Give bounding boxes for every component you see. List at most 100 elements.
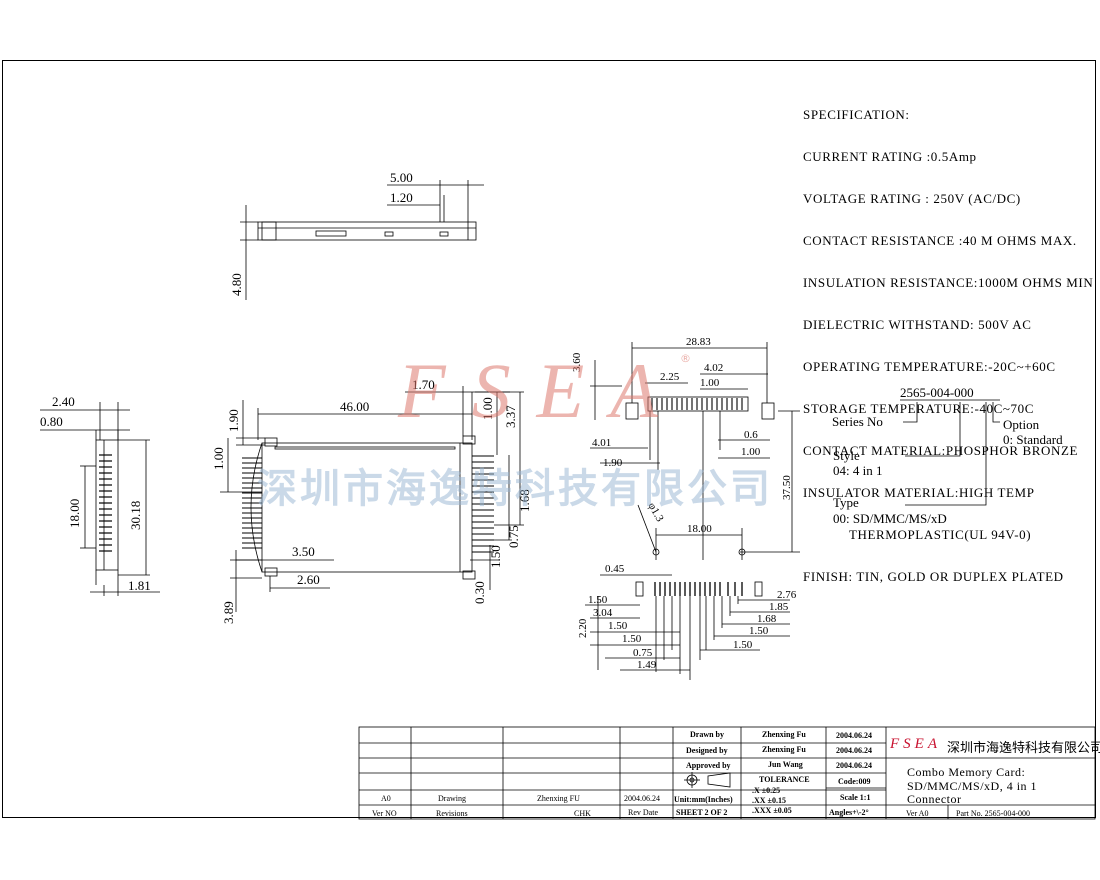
scale: Scale 1:1 [840,793,871,802]
dim-text: 1.81 [128,578,151,593]
drawing-line [761,402,775,420]
dim-text: 3.60 [571,352,583,372]
dim-text: 3.04 [593,607,613,619]
drawing-line [261,442,473,573]
dim-text: 1.68 [757,613,777,625]
drawing-line [905,402,961,457]
dim-text: 37.50 [781,475,793,500]
revisions-label: Revisions [436,809,468,818]
dim-text: 2.20 [577,618,589,638]
drawing-line [250,442,263,573]
spec-line: CONTACT RESISTANCE :40 M OHMS MAX. [803,233,1077,248]
tolerance-x: .X ±0.25 [752,786,781,795]
company-name: 深圳市海逸特科技有限公司 [947,741,1100,756]
drawing-line: 5.00 1.20 4.80 2.40 0.80 18.00 30.18 1.8… [40,170,532,624]
dim-text: 1.00 [741,446,761,458]
rev-drawing: Drawing [438,794,466,803]
tolerance-xx: .XX ±0.15 [752,796,786,805]
spec-line: INSULATION RESISTANCE:1000M OHMS MIN [803,275,1094,290]
dim-text: 2.60 [297,572,320,587]
layout-top-pins [651,398,743,410]
drawing-line [264,437,278,447]
dim-text: 4.02 [704,362,723,374]
dim-text: 1.50 [608,620,628,632]
dim-text: 18.00 [687,523,712,535]
drawing-line [264,567,278,577]
drawing-line [274,446,456,450]
sheet: SHEET 2 OF 2 [676,808,728,817]
dim-text: φ1.3 [645,501,666,525]
dim-text: 1.50 [622,633,642,645]
company-logo: FSEA [890,736,941,752]
dim-text: 0.45 [605,563,625,575]
dim-text: 1.70 [412,377,435,392]
dim-text: 1.50 [488,545,503,568]
drawing-line [905,402,987,506]
layout-bottom-view [585,574,790,680]
ver-no-label: Ver NO [372,809,397,818]
drawing-line [95,439,119,571]
dim-text: 46.00 [340,399,369,414]
tolerance-label: TOLERANCE [759,775,810,784]
dim-text: 1.90 [226,409,241,432]
drawing-line: 28.83 3.60 2.25 4.02 1.00 4.01 0.6 1.90 … [571,336,797,671]
drawing-line [652,548,660,556]
approved-by-label: Approved by [686,761,731,770]
drawing-line [625,402,639,420]
approved-by: Jun Wang [768,760,803,769]
dim-text: 0.80 [40,414,63,429]
spec-line: SPECIFICATION: [803,107,910,122]
dim-text: 30.18 [128,501,143,530]
spec-line: FINISH: TIN, GOLD OR DUPLEX PLATED [803,569,1064,584]
dim-text: 5.00 [390,170,413,185]
layout-top-view [590,342,800,560]
version: Ver A0 [906,809,929,818]
dim-text: 0.75 [633,647,653,659]
designed-by-label: Designed by [686,746,728,755]
drawing-line [40,180,1096,820]
title-line-1: Combo Memory Card: [907,765,1026,779]
dim-text: 3.37 [503,405,518,428]
dim-text: 1.50 [588,594,608,606]
dim-text: 28.83 [686,336,711,348]
drawing-frame [2,60,1096,818]
front-view-right-pins [472,455,494,553]
chk-label: CHK [574,809,591,818]
drawing-line [754,581,763,597]
spec-line: DIELECTRIC WITHSTAND: 500V AC [803,317,1032,332]
dim-text: 2.40 [52,394,75,409]
drawing-line [439,231,449,237]
spec-line: VOLTAGE RATING : 250V (AC/DC) [803,191,1021,206]
rev-date: 2004.06.24 [624,794,660,803]
projection-symbol [684,772,731,788]
dim-text: 18.00 [67,499,82,528]
dim-text: 3.89 [221,601,236,624]
spec-line: INSULATOR MATERIAL:HIGH TEMP [803,485,1035,500]
dim-text: 1.68 [517,489,532,512]
type-label: Type [833,495,859,510]
dim-text: 2.25 [660,371,680,383]
front-view-dims [220,386,524,612]
style-value: 04: 4 in 1 [833,463,882,478]
designed-date: 2004.06.24 [836,746,872,755]
angles: Angles+\-2° [829,808,869,817]
drawing-line [647,396,749,412]
dim-text: 1.85 [769,601,789,613]
drawn-by-label: Drawn by [690,730,725,739]
part-no: Part No. 2565-004-000 [956,809,1030,818]
rev-a0: A0 [381,794,391,803]
drawing-line [462,570,476,580]
drawing-line: 2565-004-000 Series No Style 04: 4 in 1 … [832,385,1063,526]
dim-text: 4.80 [229,273,244,296]
drawing-line [315,230,347,237]
series-label: Series No [832,414,883,429]
dim-text: 1.50 [733,639,753,651]
spec-line: OPERATING TEMPERATURE:-20C~+60C [803,359,1056,374]
dim-text: 1.00 [700,377,720,389]
rev-author: Zhenxing FU [537,794,580,803]
dim-text: 1.90 [603,457,623,469]
specification-block: SPECIFICATION: CURRENT RATING :0.5Amp VO… [803,80,1093,598]
dim-text: 0.30 [472,581,487,604]
drawn-date: 2004.06.24 [836,731,872,740]
drawing-line [992,402,1000,423]
